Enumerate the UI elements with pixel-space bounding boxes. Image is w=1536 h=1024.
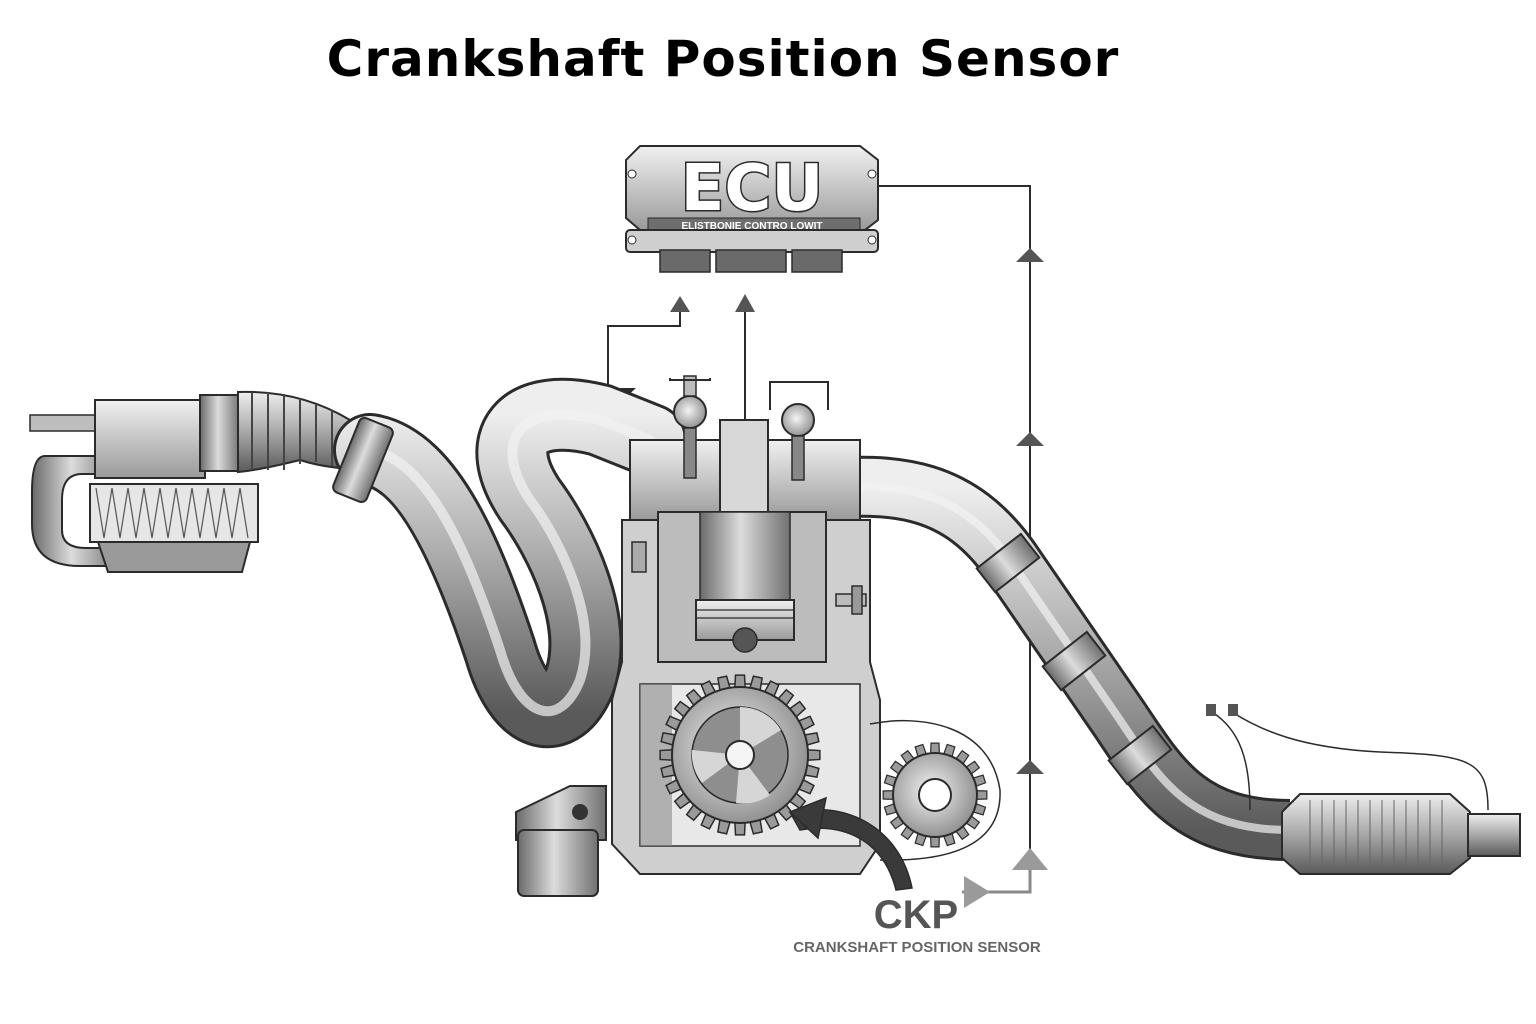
wrist-pin <box>732 627 758 653</box>
ckp-signal-line <box>962 848 1048 908</box>
exhaust-clamp <box>1041 630 1107 692</box>
catalytic-converter <box>1281 793 1471 875</box>
hose-clamp <box>332 416 394 504</box>
signal-arrow <box>735 294 755 312</box>
exhaust-system <box>806 455 1521 875</box>
sensor-gear <box>869 719 1001 861</box>
signal-arrow <box>1016 248 1044 262</box>
spark-plug-well <box>719 419 769 521</box>
ckp-full-label: CRANKSHAFT POSITION SENSOR <box>793 939 1041 956</box>
air-intake <box>29 377 687 749</box>
ecu-module: ECU ELISTBONIE CONTRO LOWIT <box>625 145 879 273</box>
o2-sensor-connector <box>1206 704 1216 716</box>
ckp-sensor-body <box>515 785 607 897</box>
ecu-sublabel: ELISTBONIE CONTRO LOWIT <box>681 221 822 232</box>
exhaust-clamp <box>975 532 1041 594</box>
o2-sensor-wire <box>1231 711 1489 811</box>
ecu-connector <box>659 249 711 273</box>
air-filter <box>89 483 259 543</box>
gear-belt <box>869 719 1001 861</box>
crankshaft-trigger-wheel <box>659 674 821 836</box>
ckp-abbr-label: CKP <box>874 893 958 937</box>
crankshaft-hub <box>725 740 755 770</box>
combustion-chamber <box>699 511 791 601</box>
ecu-connector <box>715 249 787 273</box>
signal-arrow <box>670 296 690 312</box>
signal-arrow <box>1016 760 1044 774</box>
ckp-pointer-arrow <box>788 796 913 891</box>
tail-pipe <box>1467 813 1521 857</box>
exhaust-valve <box>769 381 829 481</box>
o2-sensor-wire <box>1211 711 1251 811</box>
ecu-connector <box>791 249 843 273</box>
page-title: Crankshaft Position Sensor <box>326 30 1120 88</box>
ecu-label: ECU <box>681 152 824 226</box>
air-box <box>94 399 206 479</box>
signal-arrow <box>1016 432 1044 446</box>
intake-valve <box>669 375 711 479</box>
o2-sensor-connector <box>1228 704 1238 716</box>
exhaust-clamp <box>1107 724 1173 786</box>
